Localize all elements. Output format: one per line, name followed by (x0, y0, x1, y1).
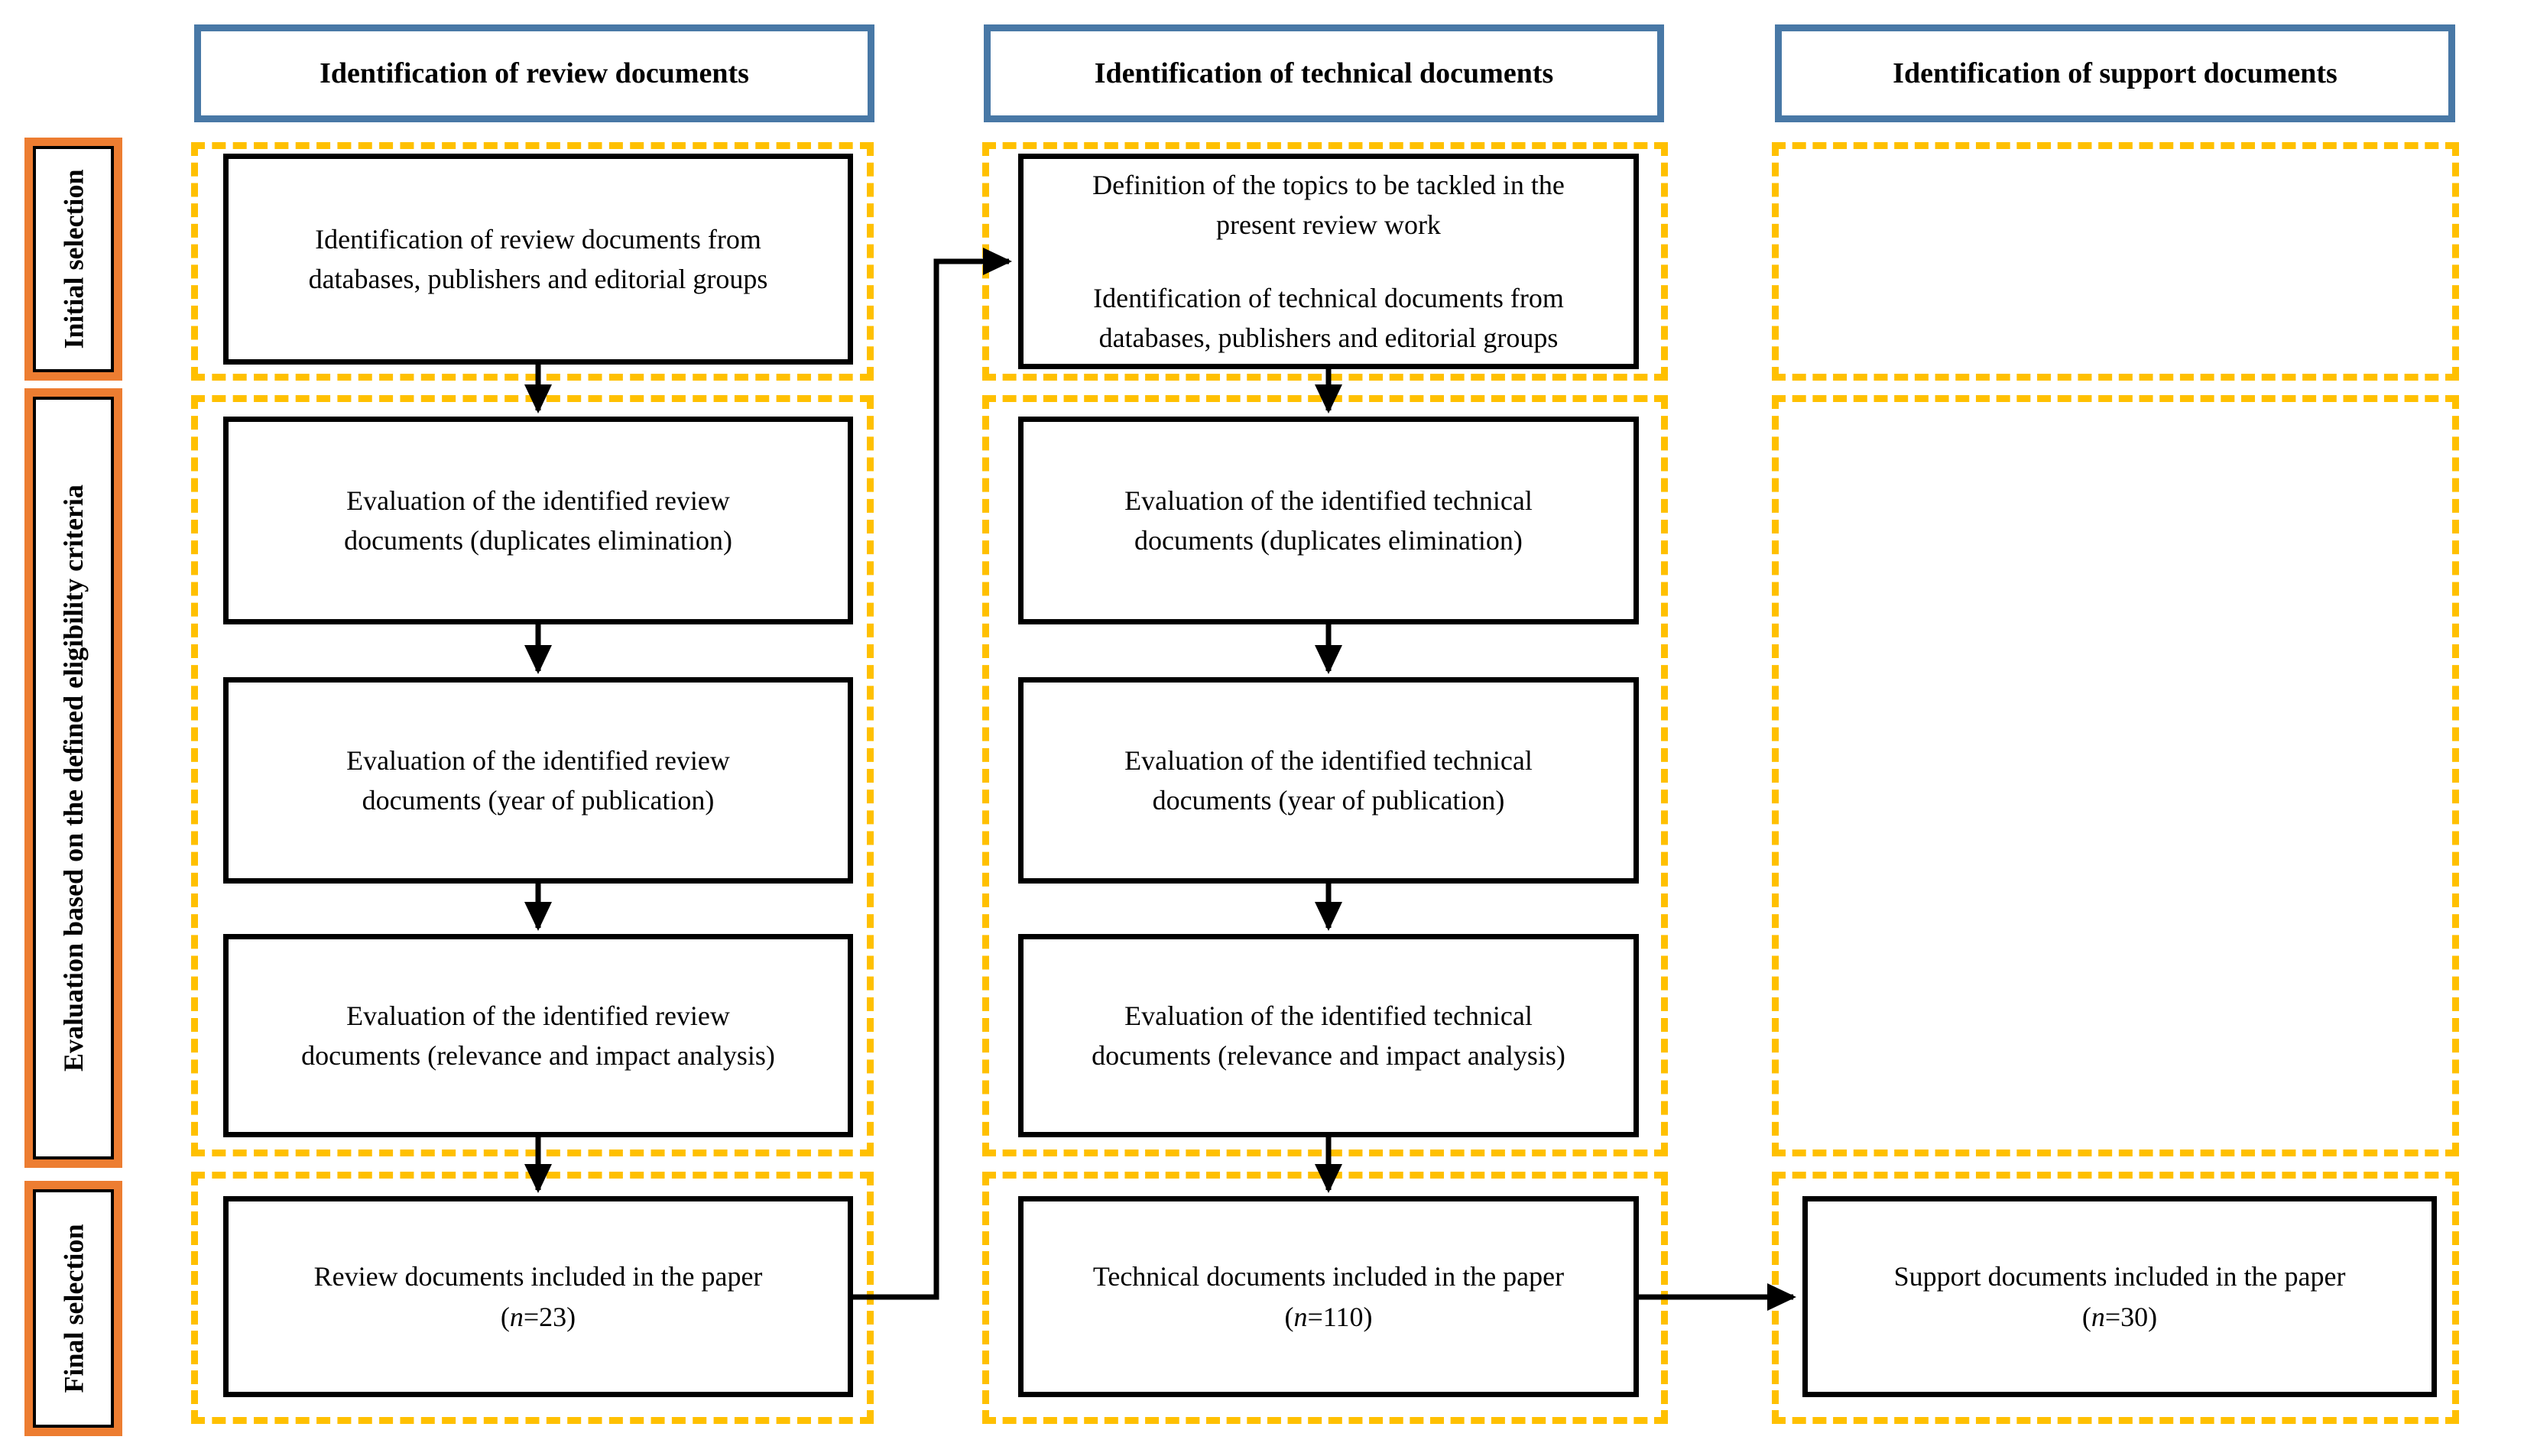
technical-identification-text: Identification of technical documents fr… (1093, 278, 1564, 358)
technical-box1-para1-line1: Definition of the topics to be tackled i… (1092, 169, 1565, 200)
technical-final-n: n (1293, 1301, 1308, 1332)
technical-box3-line1: Evaluation of the identified technical (1124, 744, 1533, 776)
technical-definition-text: Definition of the topics to be tackled i… (1092, 165, 1565, 245)
review-identification-text: Identification of review documents from … (309, 219, 768, 299)
technical-box2-line1: Evaluation of the identified technical (1124, 485, 1533, 516)
technical-included-box: Technical documents included in the pape… (1018, 1196, 1639, 1397)
review-final-count: =23) (523, 1301, 576, 1332)
review-year-box: Evaluation of the identified review docu… (223, 677, 853, 884)
review-final-open: ( (500, 1301, 510, 1332)
stage-initial-text: Initial selection (58, 169, 89, 349)
technical-definition-identification-box: Definition of the topics to be tackled i… (1018, 154, 1639, 369)
technical-box3-line2: documents (year of publication) (1152, 785, 1505, 816)
review-box3-line2: documents (year of publication) (362, 785, 715, 816)
review-box1-line2: databases, publishers and editorial grou… (308, 264, 768, 294)
technical-duplicates-box: Evaluation of the identified technical d… (1018, 417, 1639, 624)
review-identification-box: Identification of review documents from … (223, 154, 853, 365)
technical-year-text: Evaluation of the identified technical d… (1124, 741, 1533, 820)
header-support-label: Identification of support documents (1893, 57, 2337, 89)
support-included-text: Support documents included in the paper … (1894, 1257, 2346, 1336)
technical-box1-para1-line2: present review work (1216, 209, 1441, 240)
technical-duplicates-text: Evaluation of the identified technical d… (1124, 481, 1533, 560)
technical-box2-line2: documents (duplicates elimination) (1134, 525, 1523, 556)
header-support-documents: Identification of support documents (1775, 24, 2455, 122)
support-evaluation-dashed-region-empty (1772, 395, 2459, 1156)
technical-final-line1: Technical documents included in the pape… (1092, 1261, 1565, 1292)
review-final-line1: Review documents included in the paper (313, 1261, 763, 1292)
review-relevance-box: Evaluation of the identified review docu… (223, 934, 853, 1137)
technical-relevance-box: Evaluation of the identified technical d… (1018, 934, 1639, 1137)
support-initial-dashed-region-empty (1772, 142, 2459, 381)
review-included-text: Review documents included in the paper (… (314, 1257, 763, 1336)
technical-year-box: Evaluation of the identified technical d… (1018, 677, 1639, 884)
support-final-n: n (2091, 1301, 2105, 1332)
stage-label-evaluation: Evaluation based on the defined eligibil… (24, 388, 122, 1168)
review-box1-line1: Identification of review documents from (315, 223, 761, 255)
technical-relevance-text: Evaluation of the identified technical d… (1092, 996, 1565, 1075)
support-final-count: =30) (2104, 1301, 2158, 1332)
review-relevance-text: Evaluation of the identified review docu… (301, 996, 775, 1075)
technical-box4-line2: documents (relevance and impact analysis… (1092, 1040, 1565, 1071)
technical-box1-para2-line1: Identification of technical documents fr… (1093, 283, 1564, 313)
stage-final-text: Final selection (58, 1224, 89, 1393)
technical-final-open: ( (1284, 1301, 1294, 1332)
review-box2-line1: Evaluation of the identified review (346, 485, 730, 516)
header-technical-label: Identification of technical documents (1094, 57, 1554, 89)
technical-box1-para2-line2: databases, publishers and editorial grou… (1098, 323, 1559, 354)
review-box4-line1: Evaluation of the identified review (346, 1000, 730, 1031)
technical-included-text: Technical documents included in the pape… (1093, 1257, 1564, 1336)
review-box2-line2: documents (duplicates elimination) (344, 525, 732, 556)
review-box3-line1: Evaluation of the identified review (346, 744, 730, 776)
stage-label-initial-selection: Initial selection (24, 138, 122, 381)
review-final-n: n (509, 1301, 524, 1332)
technical-box4-line1: Evaluation of the identified technical (1124, 1000, 1533, 1031)
review-box4-line2: documents (relevance and impact analysis… (301, 1040, 775, 1071)
stage-evaluation-text: Evaluation based on the defined eligibil… (58, 484, 89, 1072)
stage-label-final-selection: Final selection (24, 1181, 122, 1436)
technical-final-count: =110) (1307, 1301, 1373, 1332)
header-technical-documents: Identification of technical documents (984, 24, 1664, 122)
support-included-box: Support documents included in the paper … (1802, 1196, 2437, 1397)
header-review-label: Identification of review documents (320, 57, 749, 89)
review-year-text: Evaluation of the identified review docu… (346, 741, 730, 820)
review-duplicates-text: Evaluation of the identified review docu… (344, 481, 732, 560)
review-included-box: Review documents included in the paper (… (223, 1196, 853, 1397)
support-final-open: ( (2081, 1301, 2091, 1332)
header-review-documents: Identification of review documents (194, 24, 874, 122)
support-final-line1: Support documents included in the paper (1893, 1261, 2346, 1292)
review-duplicates-box: Evaluation of the identified review docu… (223, 417, 853, 624)
